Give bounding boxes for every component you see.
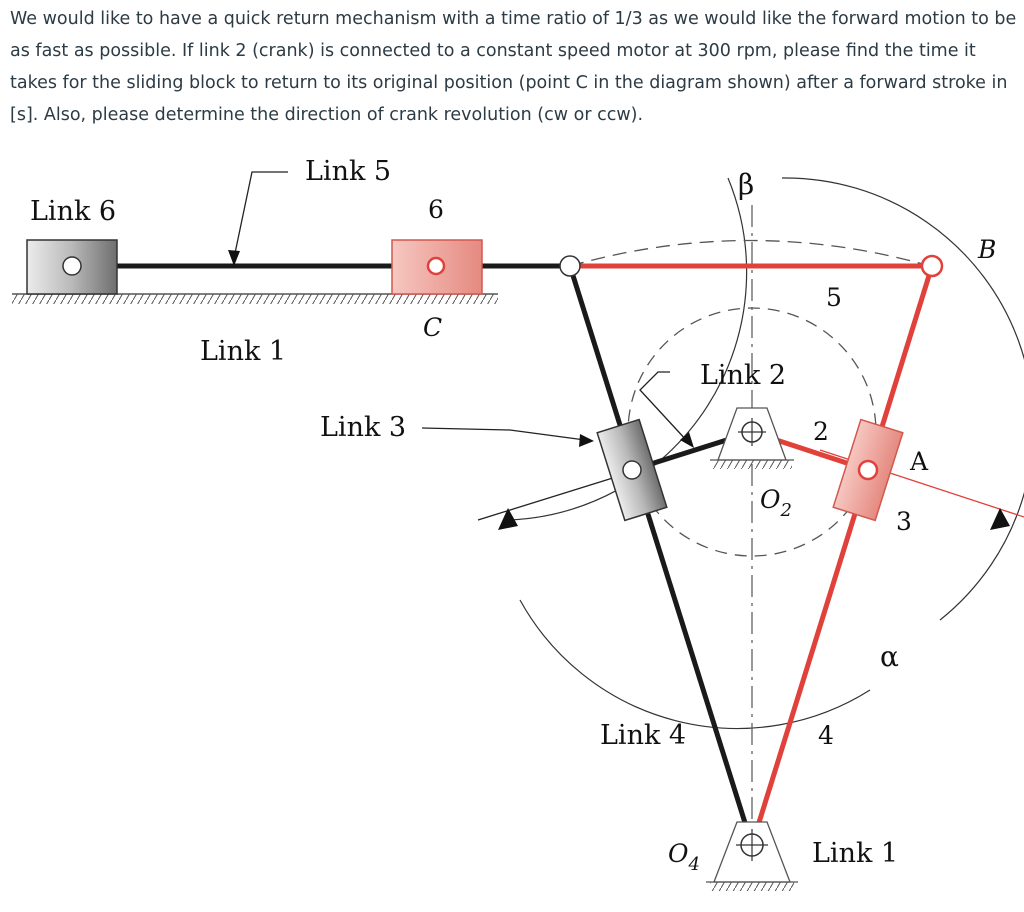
label-point-a: A (909, 447, 929, 476)
label-num5: 5 (826, 283, 842, 312)
problem-statement: We would like to have a quick return mec… (10, 9, 1017, 125)
slider-ground (12, 293, 498, 304)
leader-lines (233, 171, 689, 443)
link4-black (567, 265, 755, 846)
label-o2: O2 (760, 485, 792, 521)
link4-red (749, 265, 935, 846)
extension-line-left (477, 471, 633, 521)
leader-arrowheads (228, 250, 694, 448)
ground-pivot-o2 (710, 407, 794, 469)
label-link2: Link 2 (700, 360, 786, 391)
label-num6: 6 (428, 195, 444, 224)
joint-top-left (559, 255, 581, 277)
label-alpha: α (880, 640, 899, 673)
label-num4: 4 (818, 721, 834, 750)
label-link1-left: Link 1 (200, 336, 286, 367)
joint-b (920, 254, 944, 278)
label-point-c: C (423, 313, 442, 342)
label-link1-bottom: Link 1 (812, 838, 898, 869)
label-num3: 3 (896, 507, 912, 536)
label-beta: β (738, 168, 754, 201)
stroke-arc (509, 177, 1024, 730)
label-link4: Link 4 (600, 720, 686, 751)
dashed-path-arc (569, 239, 931, 267)
ground-pivot-o4 (706, 821, 798, 891)
label-link6: Link 6 (30, 196, 116, 227)
label-point-b: B (977, 235, 996, 264)
arc-arrowheads (498, 508, 1010, 530)
label-link5: Link 5 (305, 156, 391, 187)
label-link3: Link 3 (320, 412, 406, 443)
label-num2: 2 (813, 417, 829, 446)
label-o4: O4 (668, 839, 700, 875)
